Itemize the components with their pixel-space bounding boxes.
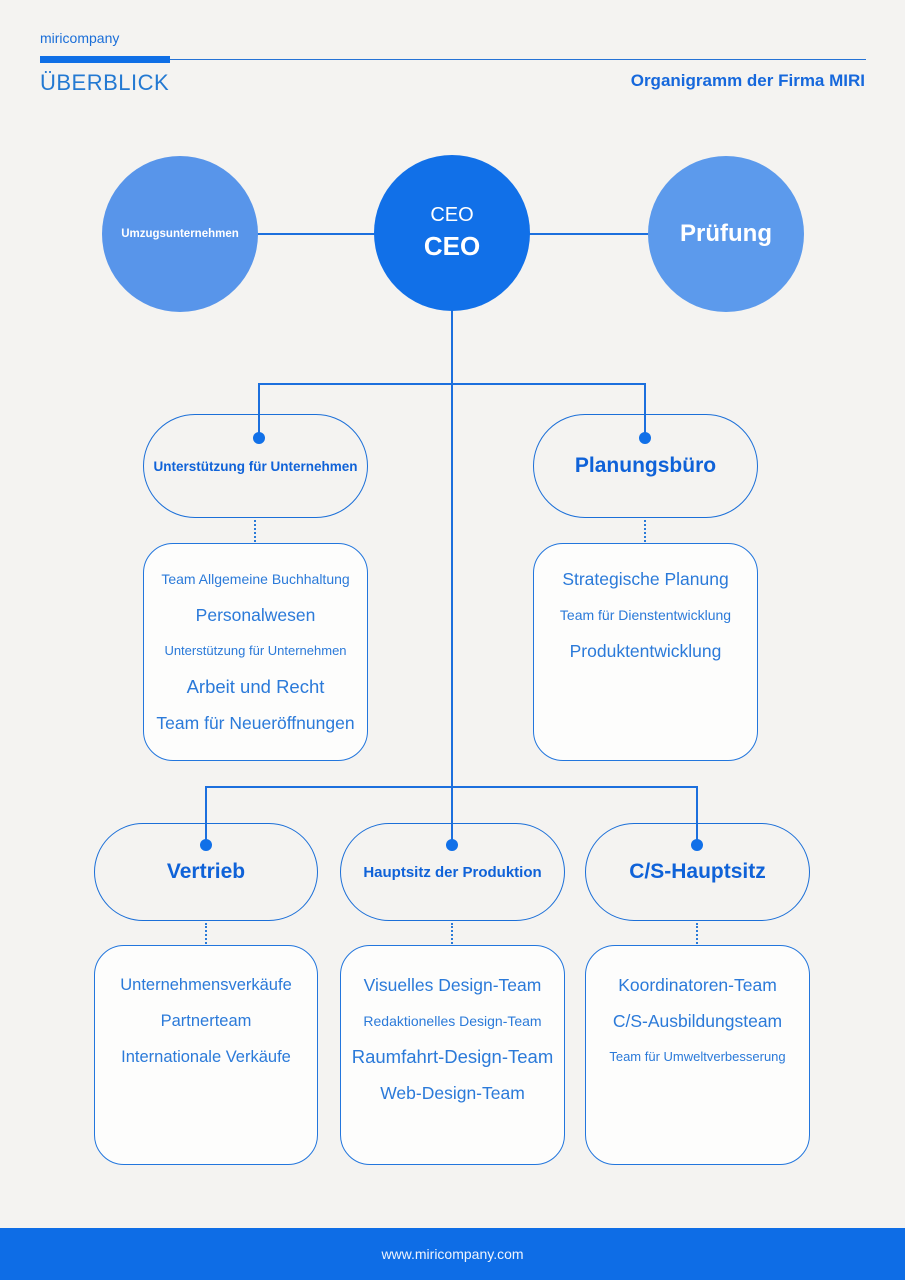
pill-unterstuetzung: Unterstützung für Unternehmen <box>143 414 368 518</box>
team-item: Unternehmensverkäufe <box>120 976 292 994</box>
team-item: Arbeit und Recht <box>186 676 325 697</box>
footer-bar: www.miricompany.com <box>0 1228 905 1280</box>
connector-drop-vertrieb <box>205 786 207 845</box>
team-item: Web-Design-Team <box>380 1083 525 1103</box>
pill-planungsbuero-label: Planungsbüro <box>574 454 717 477</box>
node-pruefung-label: Prüfung <box>680 220 772 247</box>
header-divider-line <box>40 59 866 60</box>
connector-dot-cs <box>691 839 703 851</box>
header-accent-bar <box>40 56 170 63</box>
teams-box-vertrieb: Unternehmensverkäufe Partnerteam Interna… <box>94 945 318 1165</box>
node-umzugsunternehmen: Umzugsunternehmen <box>102 156 258 312</box>
teams-box-cs-hauptsitz: Koordinatoren-Team C/S-Ausbildungsteam T… <box>585 945 810 1165</box>
connector-dot-vertrieb <box>200 839 212 851</box>
pill-cs-hauptsitz-label: C/S-Hauptsitz <box>629 860 766 883</box>
pill-vertrieb: Vertrieb <box>94 823 318 921</box>
node-ceo-role: CEO <box>430 204 474 226</box>
connector-dot-ufu <box>253 432 265 444</box>
teams-box-hauptsitz-produktion: Visuelles Design-Team Redaktionelles Des… <box>340 945 565 1165</box>
node-umzugsunternehmen-label: Umzugsunternehmen <box>121 228 239 240</box>
team-item: C/S-Ausbildungsteam <box>612 1011 783 1031</box>
team-item: Unterstützung für Unternehmen <box>164 643 347 658</box>
node-ceo-name: CEO <box>423 231 481 261</box>
team-item: Produktentwicklung <box>569 641 722 661</box>
pill-hauptsitz-produktion: Hauptsitz der Produktion <box>340 823 565 921</box>
team-item: Redaktionelles Design-Team <box>363 1013 542 1029</box>
node-pruefung: Prüfung <box>648 156 804 312</box>
team-item: Team Allgemeine Buchhaltung <box>161 571 350 587</box>
team-item: Visuelles Design-Team <box>363 975 542 995</box>
pill-cs-hauptsitz: C/S-Hauptsitz <box>585 823 810 921</box>
team-item: Team für Neueröffnungen <box>156 713 355 733</box>
connector-ceo-trunk <box>451 308 453 787</box>
connector-dot-plan <box>639 432 651 444</box>
team-item: Internationale Verkäufe <box>121 1048 291 1066</box>
document-title: Organigramm der Firma MIRI <box>630 71 865 90</box>
team-item: Partnerteam <box>160 1012 252 1030</box>
team-item: Raumfahrt-Design-Team <box>351 1046 554 1067</box>
node-ceo: CEO CEO <box>374 155 530 311</box>
team-item: Team für Dienstentwicklung <box>559 607 732 623</box>
pill-vertrieb-label: Vertrieb <box>166 860 246 883</box>
connector-drop-haupt <box>451 786 453 845</box>
teams-box-planungsbuero: Strategische Planung Team für Dienstentw… <box>533 543 758 761</box>
dotted-link-haupt <box>451 923 453 944</box>
page-title: ÜBERBLICK <box>40 70 170 95</box>
footer-url: www.miricompany.com <box>381 1246 524 1262</box>
connector-branch1 <box>258 383 645 385</box>
dotted-link-plan <box>644 520 646 542</box>
team-item: Team für Umweltverbesserung <box>609 1049 786 1064</box>
connector-drop-plan <box>644 383 646 438</box>
connector-drop-cs <box>696 786 698 845</box>
pill-planungsbuero: Planungsbüro <box>533 414 758 518</box>
dotted-link-vertrieb <box>205 923 207 944</box>
pill-hauptsitz-produktion-label: Hauptsitz der Produktion <box>363 863 542 881</box>
dotted-link-cs <box>696 923 698 944</box>
pill-unterstuetzung-label: Unterstützung für Unternehmen <box>153 458 358 474</box>
team-item: Strategische Planung <box>562 569 729 589</box>
team-item: Personalwesen <box>195 605 316 625</box>
teams-box-unterstuetzung: Team Allgemeine Buchhaltung Personalwese… <box>143 543 368 761</box>
dotted-link-ufu <box>254 520 256 542</box>
connector-dot-haupt <box>446 839 458 851</box>
connector-drop-ufu <box>258 383 260 438</box>
brand-name: miricompany <box>40 30 120 46</box>
team-item: Koordinatoren-Team <box>618 975 777 995</box>
